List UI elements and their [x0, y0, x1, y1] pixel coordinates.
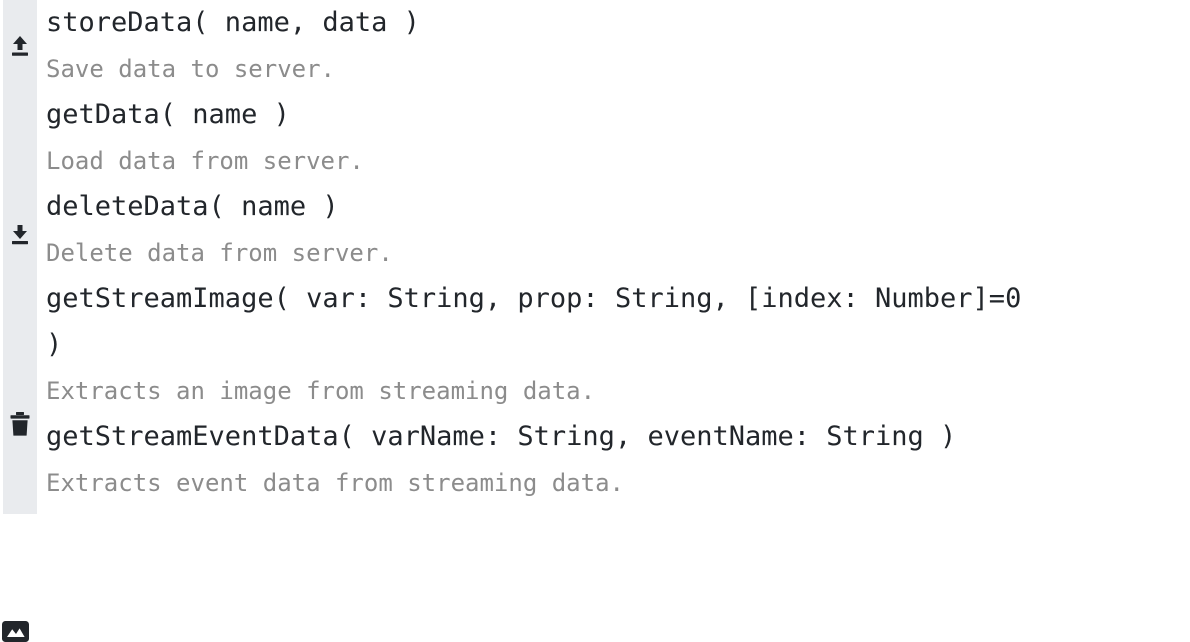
trash-icon: [3, 406, 37, 442]
api-signature: storeData( name, data ): [46, 7, 420, 38]
api-entry-text: getStreamImage( var: String, prop: Strin…: [46, 276, 1190, 414]
api-description: Extracts an image from streaming data.: [46, 377, 596, 405]
api-description: Delete data from server.: [46, 239, 393, 267]
download-icon: [3, 218, 37, 250]
image-icon: [1, 620, 29, 642]
api-description: Extracts event data from streaming data.: [46, 469, 624, 497]
api-description: Save data to server.: [46, 55, 335, 83]
api-signature: getStreamEventData( varName: String, eve…: [46, 421, 957, 452]
api-entry-text: storeData( name, data ) Save data to ser…: [46, 0, 1190, 92]
api-entry-get-stream-event-data[interactable]: getStreamEventData( varName: String, eve…: [0, 414, 1190, 506]
api-entry-get-data[interactable]: getData( name ) Load data from server.: [0, 92, 1190, 245]
api-signature: getStreamImage( var: String, prop: Strin…: [46, 283, 1038, 360]
api-description: Load data from server.: [46, 147, 364, 175]
api-entry-delete-data[interactable]: deleteData( name ) Delete data from serv…: [0, 184, 1190, 436]
api-entry-text: getStreamEventData( varName: String, eve…: [46, 414, 1190, 506]
api-entry-store-data[interactable]: storeData( name, data ) Save data to ser…: [0, 0, 1190, 92]
api-entry-text: deleteData( name ) Delete data from serv…: [46, 184, 1190, 276]
api-signature: getData( name ): [46, 99, 290, 130]
api-signature: deleteData( name ): [46, 191, 339, 222]
upload-icon: [3, 30, 37, 62]
api-entry-get-stream-image[interactable]: getStreamImage( var: String, prop: Strin…: [0, 276, 1190, 642]
api-entry-text: getData( name ) Load data from server.: [46, 92, 1190, 184]
